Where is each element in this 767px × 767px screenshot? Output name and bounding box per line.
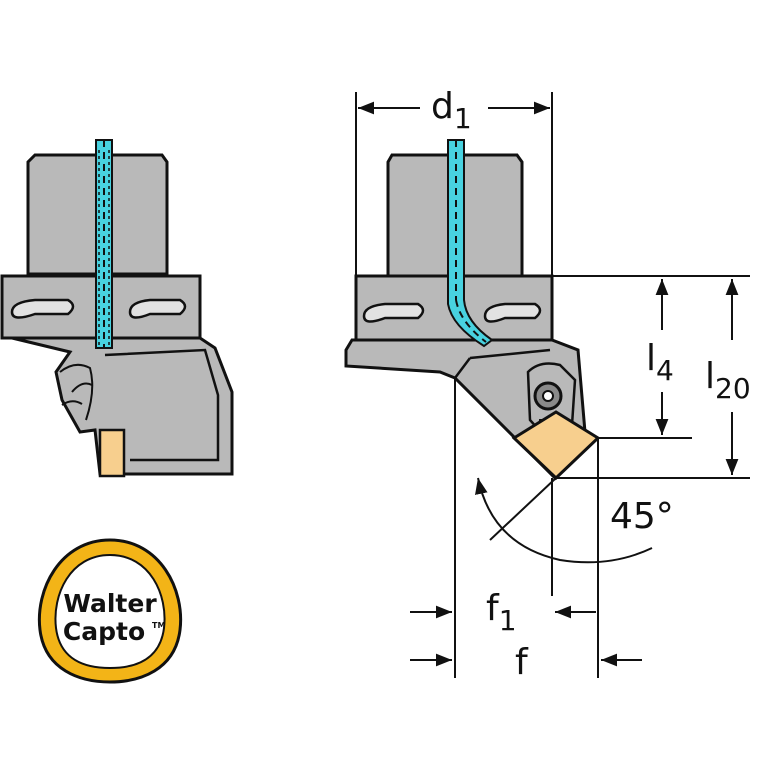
dimension-labels: d1 l4 l20 45° f1 f (431, 86, 751, 683)
dimension-lines (355, 92, 750, 678)
top-view-slot-right (483, 302, 542, 323)
label-d1: d1 (431, 86, 472, 135)
label-f: f (515, 642, 529, 683)
label-l20: l20 (705, 356, 751, 405)
logo-badge-inner (54, 553, 166, 670)
label-f1: f1 (486, 588, 517, 637)
side-view-slot-right (128, 298, 187, 319)
walter-capto-logo: Walter Capto TM (37, 538, 183, 684)
logo-trademark: TM (152, 621, 165, 630)
logo-text-walter: Walter (63, 589, 157, 618)
side-view-insert (98, 428, 126, 478)
top-view-slot-left (362, 302, 425, 323)
label-angle: 45° (610, 496, 674, 537)
top-view-toolholder (344, 139, 601, 481)
logo-text-capto: Capto (63, 617, 145, 646)
side-view-toolholder (0, 139, 234, 478)
side-view-slot-left (10, 298, 75, 319)
top-view-coolant-channel (447, 139, 494, 348)
side-view-coolant-channel (95, 139, 113, 349)
label-l4: l4 (646, 338, 674, 387)
